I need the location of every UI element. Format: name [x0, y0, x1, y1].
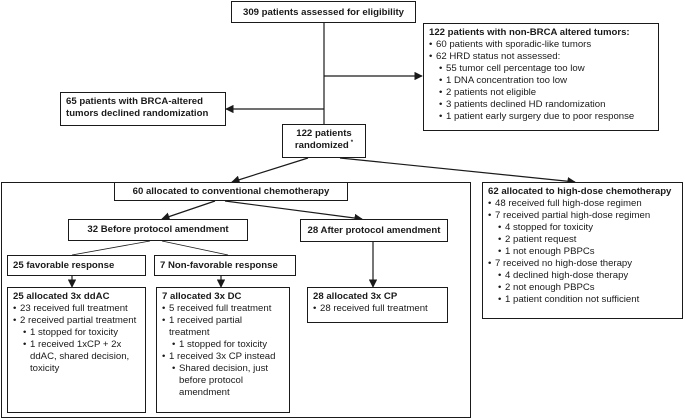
before-amendment-text: 32 Before protocol amendment [87, 224, 229, 235]
sub-list-item: 2 patients not eligible [439, 87, 653, 99]
list-item: 23 received full treatment [13, 303, 140, 315]
sub-list-item: 1 received 1xCP + 2x ddAC, shared decisi… [23, 339, 140, 375]
sub-list-item: 55 tumor cell percentage too low [439, 63, 653, 75]
assessed-text: 309 patients assessed for eligibility [242, 7, 405, 18]
nonbrca-list: 60 patients with sporadic-like tumors62 … [429, 39, 653, 123]
highdose-list: 48 received full high-dose regimen7 rece… [488, 198, 677, 306]
assessed-box: 309 patients assessed for eligibility [231, 1, 416, 23]
list-item: 60 patients with sporadic-like tumors [429, 39, 653, 51]
cp-list: 28 received full treatment [313, 303, 442, 315]
ddac-box: 25 allocated 3x ddAC 23 received full tr… [7, 287, 146, 413]
favorable-text: 25 favorable response [13, 260, 115, 271]
line-to-nonfavorable [161, 240, 229, 256]
list-item: 28 received full treatment [313, 303, 442, 315]
list-item: 48 received full high-dose regimen [488, 198, 677, 210]
after-amendment-text: 28 After protocol amendment [307, 225, 441, 236]
nonbrca-title: 122 patients with non-BRCA altered tumor… [429, 27, 630, 38]
dc-title: 7 allocated 3x DC [162, 291, 242, 302]
arrow-to-conventional [231, 157, 309, 184]
arrow-to-highdose [339, 157, 576, 186]
arrow-to-after [224, 200, 363, 223]
list-item: 1 received partial treatment [162, 315, 284, 339]
nonfavorable-box: 7 Non-favorable response [154, 255, 296, 276]
conventional-text: 60 allocated to conventional chemotherap… [132, 186, 330, 197]
highdose-title: 62 allocated to high-dose chemotherapy [488, 186, 672, 197]
list-item: 7 received no high-dose therapy [488, 258, 677, 270]
sub-list-item: 4 stopped for toxicity [498, 222, 677, 234]
arrow-to-before [161, 200, 216, 221]
list-item: 62 HRD status not assessed: [429, 51, 653, 63]
before-amendment-box: 32 Before protocol amendment [68, 219, 248, 241]
after-amendment-box: 28 After protocol amendment [300, 219, 448, 242]
list-item: 2 received partial treatment [13, 315, 140, 327]
conventional-box: 60 allocated to conventional chemotherap… [114, 182, 348, 201]
dc-list: 5 received full treatment1 received part… [162, 303, 284, 399]
sub-list-item: 2 not enough PBPCs [498, 282, 677, 294]
ddac-list: 23 received full treatment2 received par… [13, 303, 140, 375]
line-to-favorable [71, 240, 151, 256]
sub-list-item: Shared decision, just before protocol am… [172, 363, 284, 399]
randomized-line2-wrap: randomized* [287, 140, 361, 152]
nonfavorable-text: 7 Non-favorable response [160, 260, 278, 271]
favorable-box: 25 favorable response [7, 255, 146, 276]
sub-list-item: 1 stopped for toxicity [23, 327, 140, 339]
sub-list-item: 1 DNA concentration too low [439, 75, 653, 87]
randomized-line2: randomized [294, 140, 349, 151]
randomized-footnote-mark: * [350, 139, 354, 146]
cp-title: 28 allocated 3x CP [313, 291, 398, 302]
cp-box: 28 allocated 3x CP 28 received full trea… [307, 287, 448, 323]
list-item: 1 received 3x CP instead [162, 351, 284, 363]
sub-list-item: 4 declined high-dose therapy [498, 270, 677, 282]
list-item: 5 received full treatment [162, 303, 284, 315]
randomized-box: 122 patients randomized* [282, 124, 366, 158]
randomized-line1: 122 patients [296, 128, 352, 139]
brca-declined-box: 65 patients with BRCA-altered tumors dec… [60, 92, 226, 126]
highdose-box: 62 allocated to high-dose chemotherapy 4… [482, 182, 683, 319]
sub-list-item: 1 patient early surgery due to poor resp… [439, 111, 653, 123]
sub-list-item: 3 patients declined HD randomization [439, 99, 653, 111]
brca-declined-text: 65 patients with BRCA-altered tumors dec… [66, 96, 209, 119]
nonbrca-box: 122 patients with non-BRCA altered tumor… [423, 23, 659, 131]
sub-list-item: 1 not enough PBPCs [498, 246, 677, 258]
sub-list-item: 1 stopped for toxicity [172, 339, 284, 351]
list-item: 7 received partial high-dose regimen [488, 210, 677, 222]
dc-box: 7 allocated 3x DC 5 received full treatm… [156, 287, 290, 413]
sub-list-item: 1 patient condition not sufficient [498, 294, 677, 306]
ddac-title: 25 allocated 3x ddAC [13, 291, 110, 302]
sub-list-item: 2 patient request [498, 234, 677, 246]
